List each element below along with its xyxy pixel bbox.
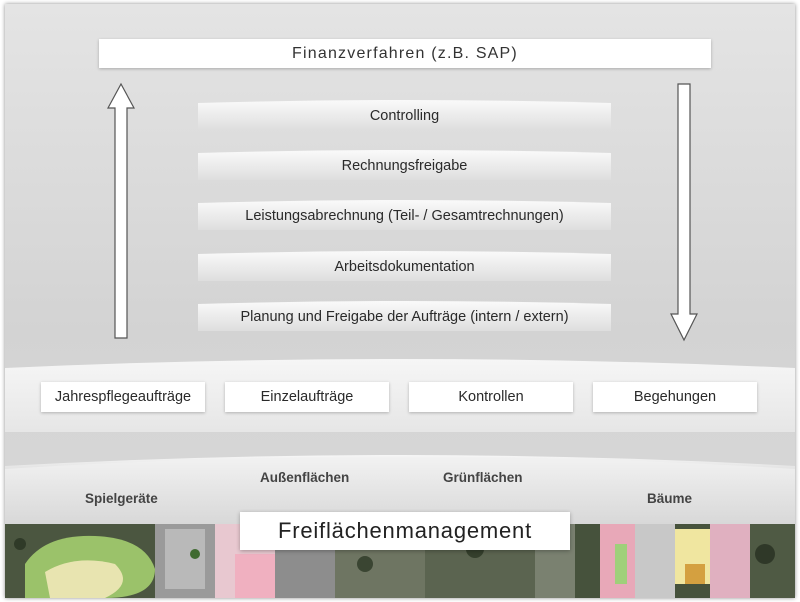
category-band-background — [5, 456, 795, 529]
process-step-controlling: Controlling — [198, 100, 611, 130]
task-begehungen: Begehungen — [593, 382, 757, 412]
arrow-down-icon — [670, 83, 698, 342]
arrow-up-icon — [106, 82, 136, 339]
process-step-leistungsabrechnung: Leistungsabrechnung (Teil- / Gesamtrechn… — [198, 200, 611, 230]
process-step-rechnungsfreigabe: Rechnungsfreigabe — [198, 150, 611, 180]
finance-system-bar: Finanzverfahren (z.B. SAP) — [99, 39, 711, 68]
aerial-map-image — [5, 524, 795, 598]
category-spielgeraete: Spielgeräte — [85, 491, 158, 506]
base-title: Freiflächenmanagement — [277, 518, 533, 543]
task-kontrollen: Kontrollen — [409, 382, 573, 412]
diagram-frame: Finanzverfahren (z.B. SAP) Controlling R… — [5, 4, 795, 598]
category-baeume: Bäume — [647, 491, 693, 506]
task-einzelauftraege: Einzelaufträge — [225, 382, 389, 412]
category-aussenflaechen: Außenflächen — [260, 470, 350, 485]
finance-system-label: Finanzverfahren (z.B. SAP) — [292, 44, 518, 62]
category-gruenflaechen: Grünflächen — [443, 470, 523, 485]
task-jahrespflegeauftraege: Jahrespflegeaufträge — [41, 382, 205, 412]
process-step-planung: Planung und Freigabe der Aufträge (inter… — [198, 301, 611, 331]
process-step-arbeitsdokumentation: Arbeitsdokumentation — [198, 251, 611, 281]
base-title-box: Freiflächenmanagement — [240, 512, 570, 550]
